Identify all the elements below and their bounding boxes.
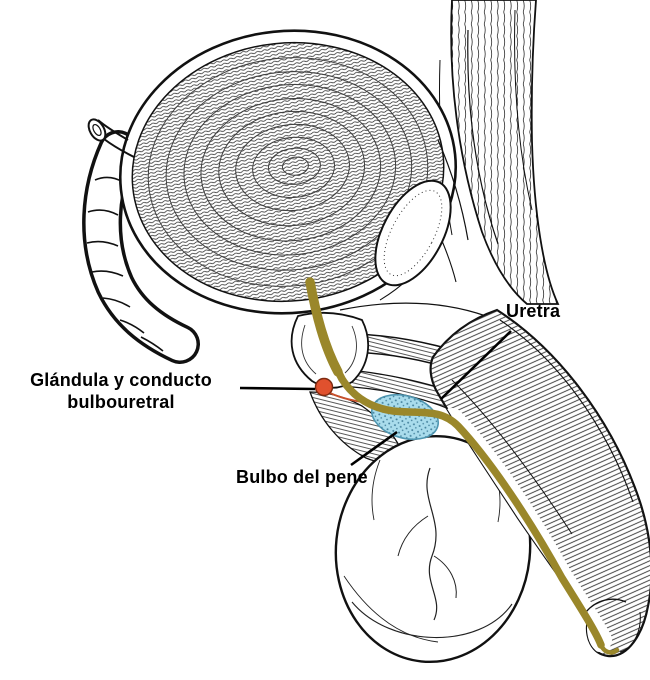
texture-line xyxy=(371,459,381,521)
texture-line xyxy=(437,139,469,241)
contour-ring xyxy=(235,123,350,212)
texture-line xyxy=(467,29,499,245)
texture-line xyxy=(119,319,145,334)
label-glandula-line2: bulbouretral xyxy=(67,392,175,412)
ureter-edge xyxy=(103,138,135,158)
texture-line xyxy=(351,601,513,638)
coiled-tube xyxy=(82,130,200,364)
ureter-lumen xyxy=(92,123,102,137)
scrotal-vein xyxy=(426,467,438,621)
texture-line xyxy=(87,209,119,216)
urethral-meatus xyxy=(598,642,620,655)
coiled-tube-body xyxy=(85,133,197,361)
label-uretra: Uretra xyxy=(506,301,561,321)
texture-line xyxy=(102,297,131,308)
texture-line xyxy=(301,324,317,375)
penile-bulb-stipple xyxy=(371,394,439,440)
contour-ring xyxy=(165,71,413,271)
septum-line xyxy=(451,379,573,535)
label-glandula-bulbouretral: Glándula y conducto bulbouretral xyxy=(6,369,236,413)
pubic-bone xyxy=(374,179,452,287)
scrotum-outline xyxy=(334,434,532,664)
pointer-lines xyxy=(239,330,512,467)
glans-corona xyxy=(585,598,627,613)
scrotal-vein-branch xyxy=(397,515,429,557)
contour-ring xyxy=(281,156,309,176)
texture-line xyxy=(91,270,124,277)
texture-line xyxy=(339,302,487,317)
texture-line xyxy=(344,325,357,374)
ureter-stub xyxy=(87,118,135,158)
contour-ring xyxy=(268,147,321,185)
contour-ring xyxy=(200,97,382,242)
penile-bulb-highlight xyxy=(371,393,439,441)
contour-ring xyxy=(147,57,429,287)
texture-line xyxy=(343,575,439,643)
scrotum xyxy=(334,434,532,664)
abdominal-wall-band xyxy=(450,0,560,305)
pubic-symphysis xyxy=(374,179,452,287)
texture-line xyxy=(499,319,634,503)
texture-line xyxy=(140,336,164,352)
texture-line xyxy=(86,240,119,247)
label-glandula-line1: Glándula y conducto xyxy=(30,370,212,390)
bladder-contours xyxy=(147,57,429,287)
pointer-line-uretra xyxy=(440,330,512,400)
label-bulbo-del-pene: Bulbo del pene xyxy=(236,467,368,487)
urethra-highlight xyxy=(305,277,620,655)
texture-line xyxy=(619,611,641,653)
penis-striations xyxy=(430,310,650,657)
urethra-prostatic-segment xyxy=(305,277,343,377)
pubic-bone-stipple xyxy=(383,189,443,277)
contour-ring xyxy=(252,136,335,199)
bulbourethral-gland xyxy=(314,377,334,397)
pointer-line-bulbo xyxy=(350,430,398,467)
texture-line xyxy=(514,9,533,211)
contour-ring xyxy=(218,110,366,227)
abdominal-wall xyxy=(439,0,560,305)
scrotal-vein-branch xyxy=(433,555,457,599)
bladder xyxy=(118,29,458,315)
contour-ring xyxy=(183,84,397,256)
pointer-line-glandula xyxy=(239,386,316,391)
coiled-tube-corrugations xyxy=(86,176,164,352)
